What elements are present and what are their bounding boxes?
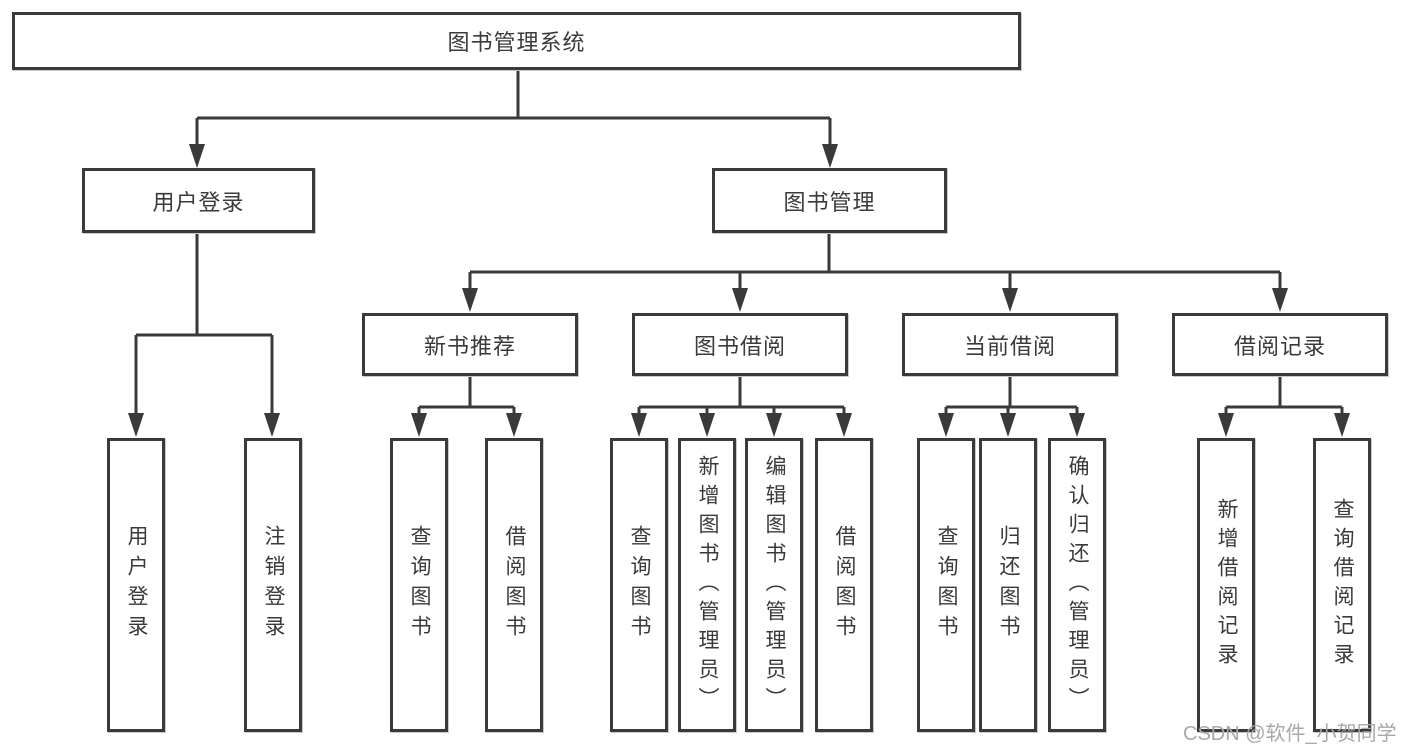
node-label: 图书管理系统	[447, 30, 586, 55]
csdn-watermark: CSDN @软件_小贺同学	[1183, 723, 1397, 745]
leaf-add-books-admin: 新增图书（管理员）	[678, 438, 736, 732]
node-label: 用户登录	[125, 525, 149, 645]
leaf-logout: 注销登录	[244, 438, 302, 732]
node-label: 归还图书	[997, 525, 1021, 645]
node-label: 查询图书	[408, 525, 432, 645]
node-label: 查询图书	[935, 525, 959, 645]
leaf-borrow-books: 借阅图书	[815, 438, 873, 732]
leaf-query-borrow-record: 查询借阅记录	[1313, 438, 1371, 732]
node-label: 查询借阅记录	[1331, 498, 1355, 672]
leaf-add-borrow-record: 新增借阅记录	[1197, 438, 1255, 732]
leaf-edit-books-admin: 编辑图书（管理员）	[745, 438, 803, 732]
node-label: 编辑图书（管理员）	[763, 454, 787, 716]
node-label: 当前借阅	[963, 333, 1056, 359]
node-label: 查询图书	[628, 525, 652, 645]
node-label: 图书管理	[783, 189, 876, 215]
node-book-management: 图书管理	[712, 168, 947, 233]
leaf-query-books: 查询图书	[390, 438, 448, 732]
node-label: 新书推荐	[423, 333, 516, 359]
node-label: 新增图书（管理员）	[696, 454, 720, 716]
node-label: 用户登录	[152, 189, 245, 215]
node-library-management-system: 图书管理系统	[12, 12, 1021, 70]
leaf-confirm-return-admin: 确认归还（管理员）	[1048, 438, 1106, 732]
node-user-login: 用户登录	[82, 168, 315, 233]
node-label: 借阅记录	[1233, 333, 1326, 359]
node-label: 借阅图书	[503, 525, 527, 645]
node-new-book-recommend: 新书推荐	[362, 313, 578, 376]
leaf-borrow-books: 借阅图书	[485, 438, 543, 732]
node-book-borrow: 图书借阅	[632, 313, 848, 376]
leaf-query-books: 查询图书	[610, 438, 668, 732]
node-borrow-records: 借阅记录	[1172, 313, 1388, 376]
leaf-return-books: 归还图书	[979, 438, 1037, 732]
node-label: 图书借阅	[693, 333, 786, 359]
node-label: 确认归还（管理员）	[1066, 454, 1090, 716]
leaf-query-books: 查询图书	[917, 438, 975, 732]
node-label: 注销登录	[262, 525, 286, 645]
node-label: 借阅图书	[833, 525, 857, 645]
node-label: 新增借阅记录	[1215, 498, 1239, 672]
node-current-borrow: 当前借阅	[902, 313, 1118, 376]
leaf-user-login: 用户登录	[107, 438, 165, 732]
